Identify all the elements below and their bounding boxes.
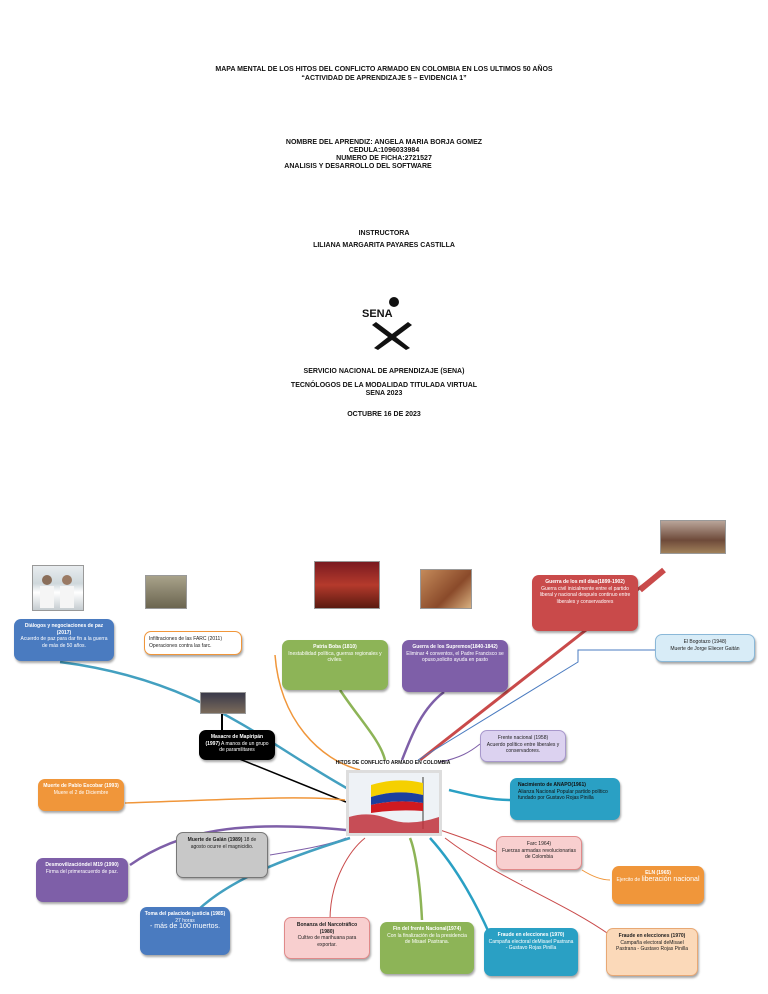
node-muerte-pablo-escobar: Muerte de Pablo Escobar (1993) Muere el … xyxy=(38,779,124,811)
node-farc: Farc 1964) Fuerzas armadas revolucionari… xyxy=(496,836,582,870)
node-patria-boba: Patria Boba (1810) Inestabilidad polític… xyxy=(282,640,388,690)
node-nacimiento-anapo: Nacimiento de ANAPO(1961) Alianza Nacion… xyxy=(510,778,620,820)
colombia-flag-center-image xyxy=(346,770,442,836)
center-label: HITOS DE CONFLICTO ARMADO EN COLOMBIA xyxy=(335,760,451,766)
node-frente-nacional: Frente nacional (1958) Acuerdo político … xyxy=(480,730,566,762)
node-title: Fin del frente Nacional(1974) xyxy=(392,926,462,932)
node-title: Diálogos y negociaciones de paz (2017) xyxy=(24,623,104,636)
student-name: NOMBRE DEL APRENDIZ: ANGELA MARIA BORJA … xyxy=(285,139,483,146)
node-fraude-elecciones-1: Fraude en elecciones (1970) Campaña elec… xyxy=(484,928,578,976)
node-title: Fraude en elecciones (1970) xyxy=(497,932,565,938)
node-desc: Guerra civil inicialmente entre el parti… xyxy=(539,585,631,605)
node-desc: Acuerdo de paz para dar fin a la guerra … xyxy=(20,636,108,649)
program-name: ANALISIS Y DESARROLLO DEL SOFTWARE xyxy=(284,163,432,170)
node-eln: ELN (1965) Ejercito de liberación nacion… xyxy=(612,866,704,904)
node-title: Nacimiento de ANAPO(1961) xyxy=(518,782,586,788)
node-desc: Inestabilidad política, guerras regional… xyxy=(288,650,382,664)
node-bonanza-narcotrafico: Bonanza del Narcotráfico (1980) Cultivo … xyxy=(284,917,370,959)
node-desc: Cultivo de marihuana para exportar. xyxy=(297,935,357,948)
node-desc: Alianza Nacional Popular partido polític… xyxy=(518,788,608,802)
institution-year: SENA 2023 xyxy=(365,390,403,397)
patria-boba-photo xyxy=(314,561,380,609)
student-id: CEDULA:1096033984 xyxy=(348,147,420,154)
node-desc: Muerte de Jorge Eliecer Gaitán xyxy=(670,645,740,652)
node-desc: 27 horas xyxy=(175,917,195,924)
node-desc: Campaña electoral deMisael Pastrana - Gu… xyxy=(488,938,574,952)
node-dialogos-paz: Diálogos y negociaciones de paz (2017) A… xyxy=(14,619,114,661)
node-fraude-elecciones-2: Fraude en elecciones (1970) Campaña elec… xyxy=(606,928,698,976)
document-subtitle: “ACTIVIDAD DE APRENDIZAJE 5 – EVIDENCIA … xyxy=(301,75,467,82)
sena-logo-text: SENA xyxy=(362,308,393,320)
sena-logo: SENA xyxy=(358,296,426,350)
node-title: Guerra de los Supremos(1840-1842) xyxy=(412,644,498,650)
node-muerte-galan: Muerte de Galán (1989) 18 de agosto ocur… xyxy=(176,832,268,878)
document-date: OCTUBRE 16 DE 2023 xyxy=(347,411,421,418)
node-desc: Acuerdo político entre liberales y conse… xyxy=(486,741,560,755)
node-title: Desmovilizacióndel M19 (1990) xyxy=(45,862,119,868)
node-desc: Infiltraciones de las FARC (2011) Operac… xyxy=(149,636,222,649)
node-title: Muerte de Galán (1989) xyxy=(187,837,243,843)
node-desc: Campaña electoral deMisael Pastrana - Gu… xyxy=(616,939,688,953)
node-bogotazo: El Bogotazo (1948) Muerte de Jorge Eliec… xyxy=(655,634,755,662)
node-desc: Fuerzas armadas revolucionarias de Colom… xyxy=(502,847,576,861)
node-desc: 18 de agosto ocurre el magnicidio. xyxy=(190,837,257,850)
institution-name: SERVICIO NACIONAL DE APRENDIZAJE (SENA) xyxy=(303,368,465,375)
peace-talks-photo xyxy=(32,565,84,611)
node-desc: Con la finalización de la presidencia de… xyxy=(387,932,467,946)
course-number: NUMERO DE FICHA:2721527 xyxy=(336,155,432,162)
node-title: Toma del palaciode justicia (1985) xyxy=(144,911,226,917)
node-title: Farc 1964) xyxy=(526,841,552,847)
node-desc-large: liberación nacional xyxy=(641,875,700,883)
node-title: Masacre de Mapiripán (1997) xyxy=(205,734,264,747)
node-title: Fraude en elecciones (1970) xyxy=(618,933,686,939)
node-title: Muerte de Pablo Escobar (1993) xyxy=(43,783,119,789)
node-desc: Ejercito de xyxy=(616,876,641,883)
node-desc: Muere el 2 de Diciembre xyxy=(53,789,109,796)
node-desc: A manos de un grupo de paramilitares xyxy=(219,740,269,754)
guerra-mil-dias-photo xyxy=(660,520,726,554)
node-toma-palacio-justicia: Toma del palaciode justicia (1985) 27 ho… xyxy=(140,907,230,955)
node-guerra-mil-dias: Guerra de los mil días(1899-1902) Guerra… xyxy=(532,575,638,631)
node-desc: Eliminar 4 conventos, el Padre Francisco… xyxy=(406,650,504,664)
node-title: ELN (1965) xyxy=(645,870,671,876)
node-title: Frente nacional (1958) xyxy=(497,735,549,741)
institution-program: TECNÓLOGOS DE LA MODALIDAD TITULADA VIRT… xyxy=(290,382,478,389)
stray-dot: . xyxy=(521,877,523,883)
node-title: Bonanza del Narcotráfico (1980) xyxy=(296,922,358,935)
node-guerra-supremos: Guerra de los Supremos(1840-1842) Elimin… xyxy=(402,640,508,692)
node-desc: Firma del primeracuerdo de paz. xyxy=(45,868,119,875)
node-infiltraciones-farc: Infiltraciones de las FARC (2011) Operac… xyxy=(144,631,242,655)
node-title: El Bogotazo (1948) xyxy=(683,639,727,645)
node-fin-frente-nacional: Fin del frente Nacional(1974) Con la fin… xyxy=(380,922,474,974)
node-title: Guerra de los mil días(1899-1902) xyxy=(545,579,625,585)
node-masacre-mapiripan: Masacre de Mapiripán (1997) A manos de u… xyxy=(199,730,275,760)
farc-soldiers-photo xyxy=(145,575,187,609)
node-desmovilizacion-m19: Desmovilizacióndel M19 (1990) Firma del … xyxy=(36,858,128,902)
guerra-supremos-photo xyxy=(420,569,472,609)
document-title: MAPA MENTAL DE LOS HITOS DEL CONFLICTO A… xyxy=(215,66,553,73)
mapiripan-photo xyxy=(200,692,246,714)
instructor-name: LILIANA MARGARITA PAYARES CASTILLA xyxy=(313,242,455,249)
node-desc-large: - más de 100 muertos. xyxy=(149,923,221,930)
node-title: Patria Boba (1810) xyxy=(313,644,357,650)
instructor-label: INSTRUCTORA xyxy=(358,230,410,237)
